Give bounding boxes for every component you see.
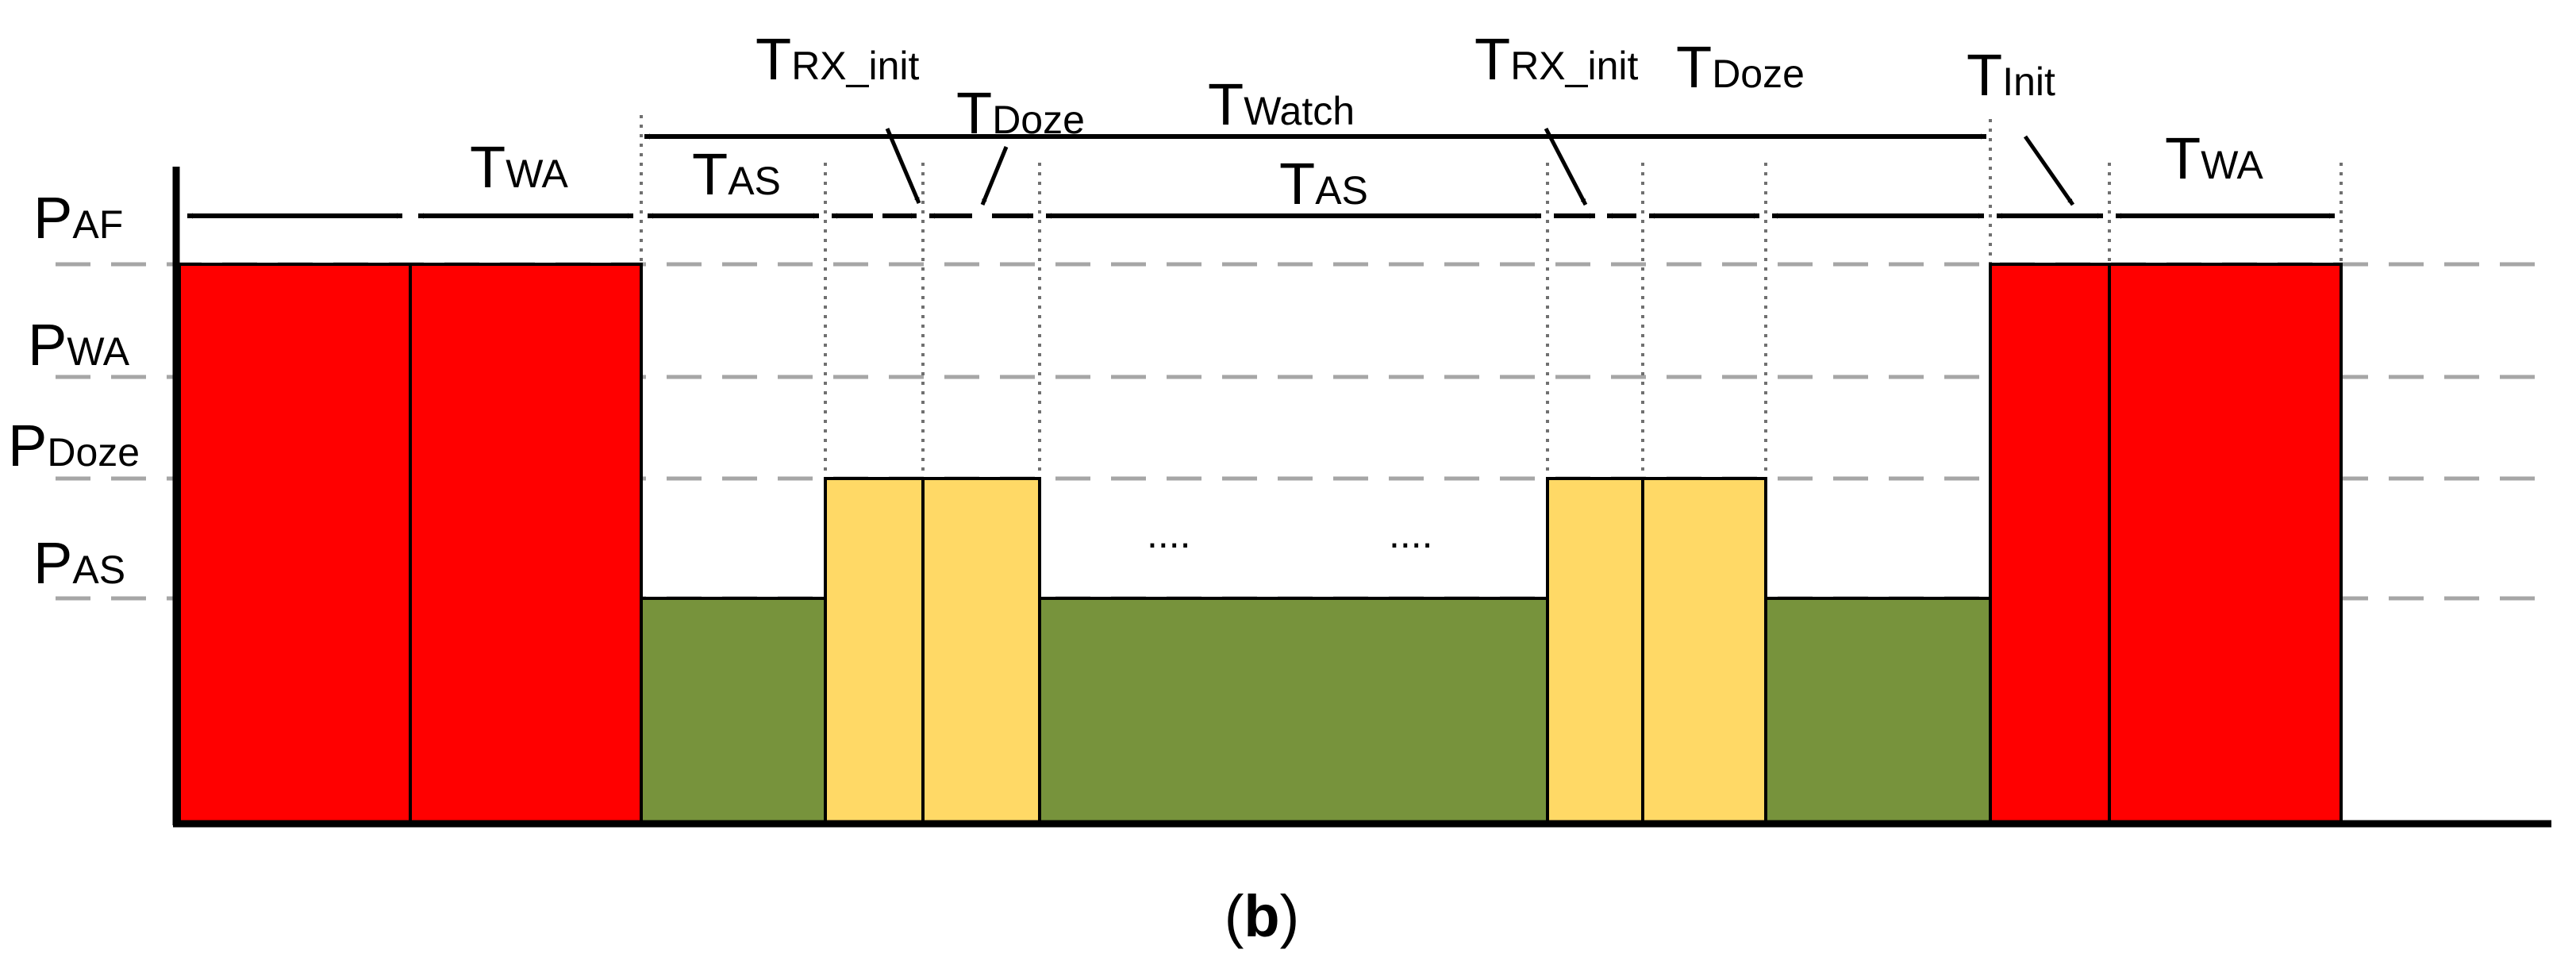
wake-active-bar — [178, 263, 412, 825]
wake-active-bar — [1989, 263, 2111, 825]
label-trx-init-1: TRX_init — [755, 26, 919, 92]
label-pwa: PWA — [28, 312, 130, 378]
leader-trx-init-1 — [885, 128, 921, 204]
ellipsis-2: .... — [1389, 512, 1433, 556]
label-twa-left: TWA — [470, 134, 569, 200]
axes — [172, 167, 2551, 828]
power-bars — [178, 263, 2343, 825]
label-twa-right: TWA — [2165, 125, 2264, 191]
label-tinit: TInit — [1967, 42, 2055, 108]
active-sleep-bar — [1038, 597, 1549, 825]
wake-active-bar — [409, 263, 643, 825]
leader-tdoze-1 — [980, 146, 1009, 206]
label-paf: PAF — [33, 185, 123, 251]
doze-bar — [824, 477, 925, 825]
leader-tinit — [2023, 135, 2075, 206]
label-twatch: TWatch — [1208, 71, 1355, 137]
label-tas-1: TAS — [692, 141, 781, 207]
label-tdoze-2: TDoze — [1676, 34, 1805, 100]
doze-bar — [1641, 477, 1767, 825]
leader-arrows — [885, 127, 2075, 206]
active-sleep-bar — [640, 597, 827, 825]
ellipsis-1: .... — [1147, 512, 1191, 556]
doze-bar — [1546, 477, 1644, 825]
doze-bar — [921, 477, 1041, 825]
label-trx-init-2: TRX_init — [1474, 26, 1638, 92]
label-pdoze: PDoze — [8, 413, 140, 479]
active-sleep-bar — [1764, 597, 1992, 825]
label-tdoze-1: TDoze — [956, 80, 1085, 146]
label-pas: PAS — [33, 530, 125, 596]
leader-trx-init-2 — [1544, 127, 1588, 206]
interval-arrows — [187, 133, 2335, 219]
wake-active-bar — [2108, 263, 2343, 825]
interval-boundaries — [640, 115, 2343, 479]
figure-caption: (b) — [1225, 883, 1300, 949]
label-tas-2: TAS — [1279, 151, 1368, 217]
